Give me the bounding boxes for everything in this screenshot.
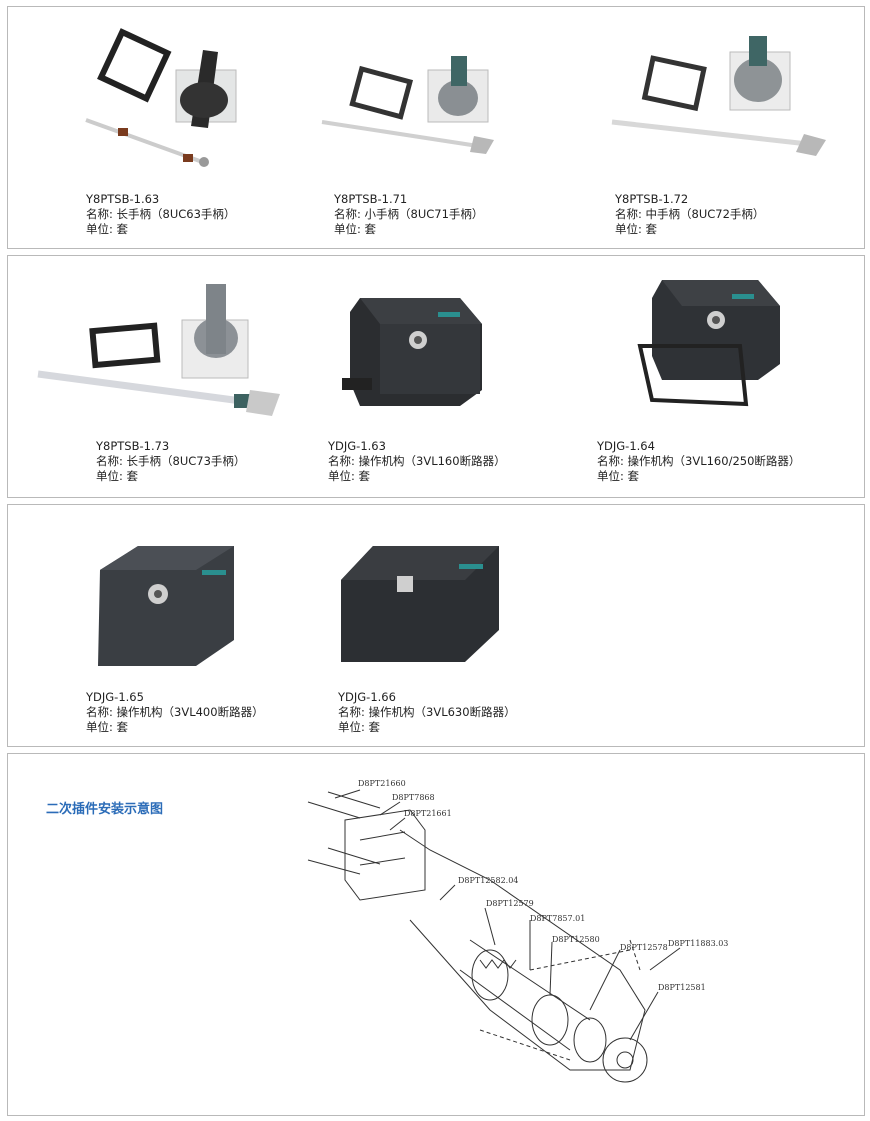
part-label: D8PT12581 bbox=[658, 983, 706, 992]
part-label: D8PT21661 bbox=[404, 809, 452, 818]
part-label: D8PT11883.03 bbox=[668, 939, 728, 948]
product-name: 名称: 小手柄（8UC71手柄） bbox=[334, 207, 484, 221]
diagram-title: 二次插件安装示意图 bbox=[46, 802, 164, 817]
plug-in-installation-diagram: D8PT21660 D8PT7868 D8PT21661 D8PT12582.0… bbox=[307, 779, 728, 1083]
part-label: D8PT12580 bbox=[552, 935, 600, 944]
product-unit: 单位: 套 bbox=[328, 469, 371, 483]
product-unit: 单位: 套 bbox=[615, 222, 658, 236]
product-image-medium-handle-72 bbox=[611, 36, 826, 156]
product-caption: Y8PTSB-1.73 名称: 长手柄（8UC73手柄） 单位: 套 bbox=[96, 439, 245, 484]
product-code: YDJG-1.64 bbox=[597, 439, 655, 453]
product-unit: 单位: 套 bbox=[338, 720, 381, 734]
product-caption: YDJG-1.65 名称: 操作机构（3VL400断路器） 单位: 套 bbox=[86, 690, 264, 735]
product-image-operating-mechanism-66 bbox=[341, 546, 499, 662]
product-code: YDJG-1.63 bbox=[328, 439, 386, 453]
part-label: D8PT12582.04 bbox=[458, 876, 518, 885]
part-label: D8PT12579 bbox=[486, 899, 534, 908]
product-unit: 单位: 套 bbox=[86, 720, 129, 734]
product-image-small-handle-71 bbox=[321, 56, 494, 154]
product-name: 名称: 操作机构（3VL160断路器） bbox=[328, 454, 506, 468]
product-unit: 单位: 套 bbox=[597, 469, 640, 483]
product-code: YDJG-1.65 bbox=[86, 690, 144, 704]
part-label: D8PT12578 bbox=[620, 943, 668, 952]
product-image-operating-mechanism-64 bbox=[637, 280, 780, 407]
product-unit: 单位: 套 bbox=[96, 469, 139, 483]
product-image-long-handle-73 bbox=[37, 284, 280, 416]
product-name: 名称: 长手柄（8UC63手柄） bbox=[86, 207, 236, 221]
product-unit: 单位: 套 bbox=[86, 222, 129, 236]
product-code: Y8PTSB-1.71 bbox=[334, 192, 408, 206]
product-caption: YDJG-1.63 名称: 操作机构（3VL160断路器） 单位: 套 bbox=[328, 439, 506, 484]
product-name: 名称: 长手柄（8UC73手柄） bbox=[96, 454, 246, 468]
product-image-operating-mechanism-65 bbox=[98, 546, 234, 666]
part-label: D8PT7868 bbox=[392, 793, 435, 802]
product-caption: Y8PTSB-1.71 名称: 小手柄（8UC71手柄） 单位: 套 bbox=[334, 192, 483, 237]
product-image-long-handle-63 bbox=[85, 28, 237, 167]
diagram-panel bbox=[7, 753, 865, 1116]
product-name: 名称: 中手柄（8UC72手柄） bbox=[615, 207, 765, 221]
product-code: YDJG-1.66 bbox=[338, 690, 396, 704]
part-label: D8PT21660 bbox=[358, 779, 406, 788]
product-caption: YDJG-1.66 名称: 操作机构（3VL630断路器） 单位: 套 bbox=[338, 690, 516, 735]
product-code: Y8PTSB-1.73 bbox=[96, 439, 170, 453]
product-image-operating-mechanism-63 bbox=[342, 298, 482, 406]
product-caption: Y8PTSB-1.63 名称: 长手柄（8UC63手柄） 单位: 套 bbox=[86, 192, 235, 237]
product-caption: YDJG-1.64 名称: 操作机构（3VL160/250断路器） 单位: 套 bbox=[597, 439, 800, 484]
product-unit: 单位: 套 bbox=[334, 222, 377, 236]
product-name: 名称: 操作机构（3VL400断路器） bbox=[86, 705, 264, 719]
product-name: 名称: 操作机构（3VL160/250断路器） bbox=[597, 454, 801, 468]
product-code: Y8PTSB-1.63 bbox=[86, 192, 160, 206]
product-caption: Y8PTSB-1.72 名称: 中手柄（8UC72手柄） 单位: 套 bbox=[615, 192, 764, 237]
part-label: D8PT7857.01 bbox=[530, 914, 585, 923]
product-name: 名称: 操作机构（3VL630断路器） bbox=[338, 705, 516, 719]
product-code: Y8PTSB-1.72 bbox=[615, 192, 689, 206]
